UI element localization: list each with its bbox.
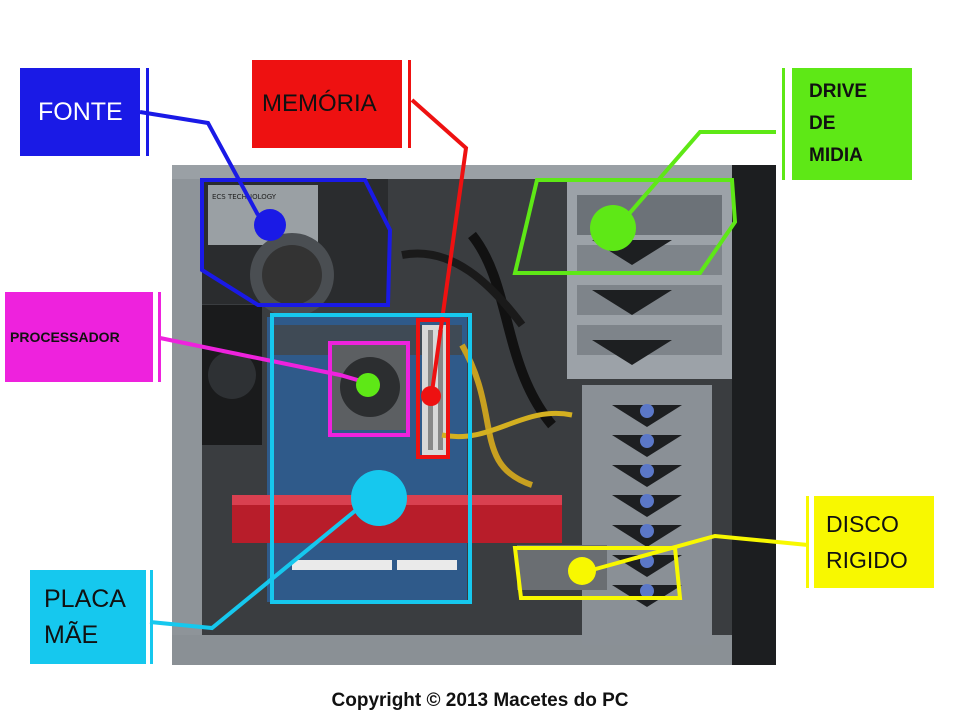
processador-bar	[158, 292, 161, 382]
label-memoria: MEMÓRIA	[252, 60, 402, 148]
label-placa-line1: PLACA	[44, 585, 126, 613]
placa-bar	[150, 570, 153, 664]
fonte-bar	[146, 68, 149, 156]
label-memoria-text: MEMÓRIA	[262, 90, 377, 117]
hard-disk	[517, 545, 607, 590]
label-drive-line2: DE	[809, 113, 836, 134]
label-disco-line1: DISCO	[826, 511, 899, 537]
label-drive-line3: MIDIA	[809, 145, 863, 166]
label-processador-text: PROCESSADOR	[10, 329, 120, 345]
drive-bar	[782, 68, 785, 180]
label-fonte-text: FONTE	[38, 97, 123, 126]
disco-bar	[806, 496, 809, 588]
label-placa: PLACA MÃE	[30, 570, 146, 664]
label-disco: DISCO RIGIDO	[814, 496, 934, 588]
label-drive: DRIVE DE MIDIA	[792, 68, 912, 180]
copyright-text: Copyright © 2013 Macetes do PC	[331, 690, 629, 711]
computer-case-photo: ECS TECHNOLOGY	[172, 165, 776, 665]
label-drive-line1: DRIVE	[809, 81, 868, 102]
psu-sticker: ECS TECHNOLOGY	[212, 193, 277, 201]
label-placa-line2: MÃE	[44, 621, 99, 649]
label-fonte: FONTE	[20, 68, 140, 156]
label-disco-line2: RIGIDO	[826, 547, 908, 573]
label-processador: PROCESSADOR	[5, 292, 153, 382]
memoria-bar	[408, 60, 411, 148]
